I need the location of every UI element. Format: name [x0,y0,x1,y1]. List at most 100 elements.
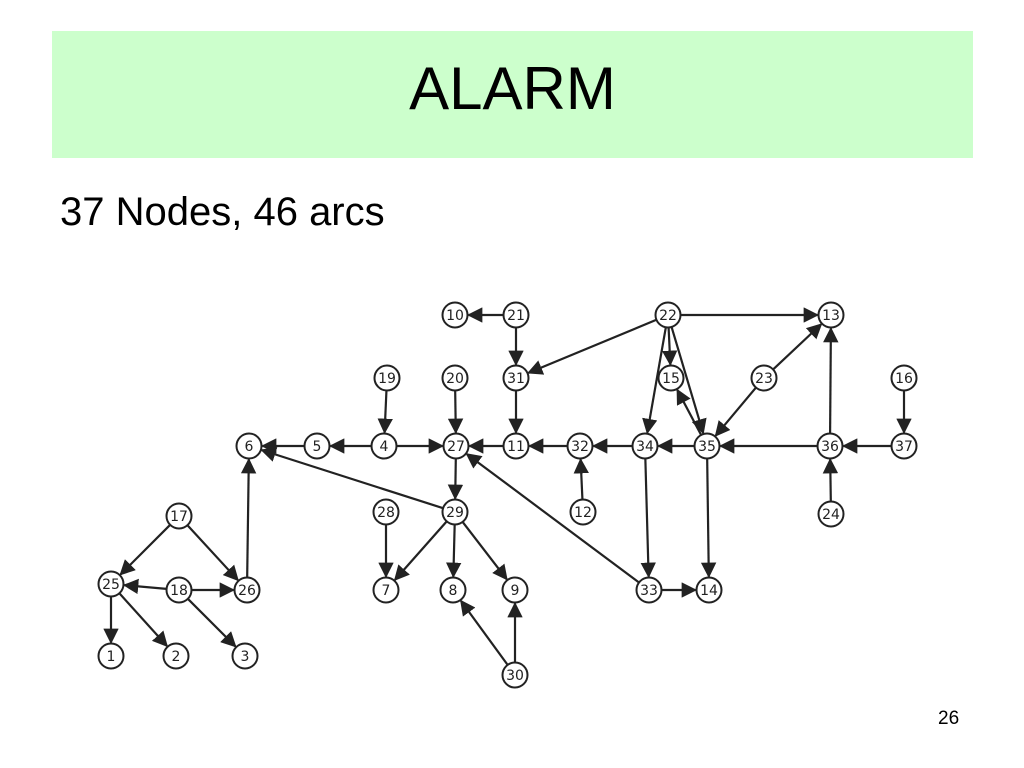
node-circle [373,364,401,392]
node-6: 6 [235,432,263,460]
node-label: 37 [895,439,913,455]
edge-26-to-6 [240,457,257,578]
node-label: 34 [636,439,654,455]
node-circle [502,364,530,392]
node-circle [235,432,263,460]
node-label: 13 [822,308,840,324]
node-4: 4 [370,432,398,460]
edge-34-to-33 [640,458,656,579]
node-label: 32 [571,439,589,455]
node-label: 18 [170,583,188,599]
node-1: 1 [97,642,125,670]
node-circle [890,364,918,392]
node-label: 16 [895,371,913,387]
node-label: 6 [245,439,254,455]
edge-17-to-25 [119,524,171,576]
edge-29-to-8 [446,524,462,579]
node-circle [816,432,844,460]
node-33: 33 [635,576,663,604]
node-5: 5 [303,432,331,460]
node-label: 14 [700,583,718,599]
edge-17-to-26 [186,524,239,582]
node-label: 25 [102,577,120,593]
node-label: 8 [449,583,458,599]
node-8: 8 [439,576,467,604]
node-label: 31 [507,371,525,387]
node-circle [631,432,659,460]
node-circle [750,364,778,392]
slide-title: ALARM [409,55,616,122]
node-circle [231,642,259,670]
node-12: 12 [569,498,597,526]
node-label: 9 [511,583,520,599]
node-34: 34 [631,432,659,460]
node-circle [502,301,530,329]
edge-27-to-29 [447,458,464,501]
node-label: 33 [640,583,658,599]
edge-29-to-6 [260,447,444,510]
node-23: 23 [750,364,778,392]
node-circle [501,576,529,604]
node-circle [817,301,845,329]
node-circle [97,570,125,598]
title-band: ALARM [52,31,973,158]
node-label: 19 [378,371,396,387]
node-circle [441,301,469,329]
node-circle [97,642,125,670]
node-label: 29 [446,505,464,521]
node-circle [502,432,530,460]
edge-19-to-4 [377,390,393,435]
node-circle [165,502,193,530]
edge-35-to-15 [676,388,703,436]
node-label: 3 [241,649,250,665]
node-label: 15 [662,371,680,387]
node-32: 32 [566,432,594,460]
node-circle [501,661,529,689]
node-circle [372,576,400,604]
node-14: 14 [695,576,723,604]
node-9: 9 [501,576,529,604]
edge-12-to-32 [573,457,589,500]
edge-23-to-35 [714,386,757,437]
node-10: 10 [441,301,469,329]
node-17: 17 [165,502,193,530]
node-label: 23 [755,371,773,387]
slide-subtitle: 37 Nodes, 46 arcs [60,190,385,234]
edge-29-to-9 [461,521,508,581]
node-circle [165,576,193,604]
node-11: 11 [502,432,530,460]
node-30: 30 [501,661,529,689]
edge-18-to-3 [187,598,237,648]
edge-18-to-25 [122,578,167,595]
node-26: 26 [233,576,261,604]
edge-33-to-27 [465,453,640,584]
edge-22-to-31 [527,318,657,375]
node-31: 31 [502,364,530,392]
node-circle [233,576,261,604]
node-29: 29 [441,498,469,526]
node-label: 26 [238,583,256,599]
node-label: 28 [377,505,395,521]
node-label: 20 [446,371,464,387]
edge-23-to-13 [772,323,823,371]
node-label: 21 [507,308,525,324]
node-28: 28 [372,498,400,526]
node-3: 3 [231,642,259,670]
node-19: 19 [373,364,401,392]
node-circle [441,498,469,526]
node-circle [566,432,594,460]
node-35: 35 [693,432,721,460]
node-circle [693,432,721,460]
node-label: 5 [313,439,322,455]
node-circle [695,576,723,604]
edge-22-to-34 [642,327,667,435]
node-circle [654,301,682,329]
node-label: 27 [447,439,465,455]
edge-22-to-35 [670,326,707,435]
node-label: 35 [698,439,716,455]
node-36: 36 [816,432,844,460]
node-circle [569,498,597,526]
node-18: 18 [165,576,193,604]
